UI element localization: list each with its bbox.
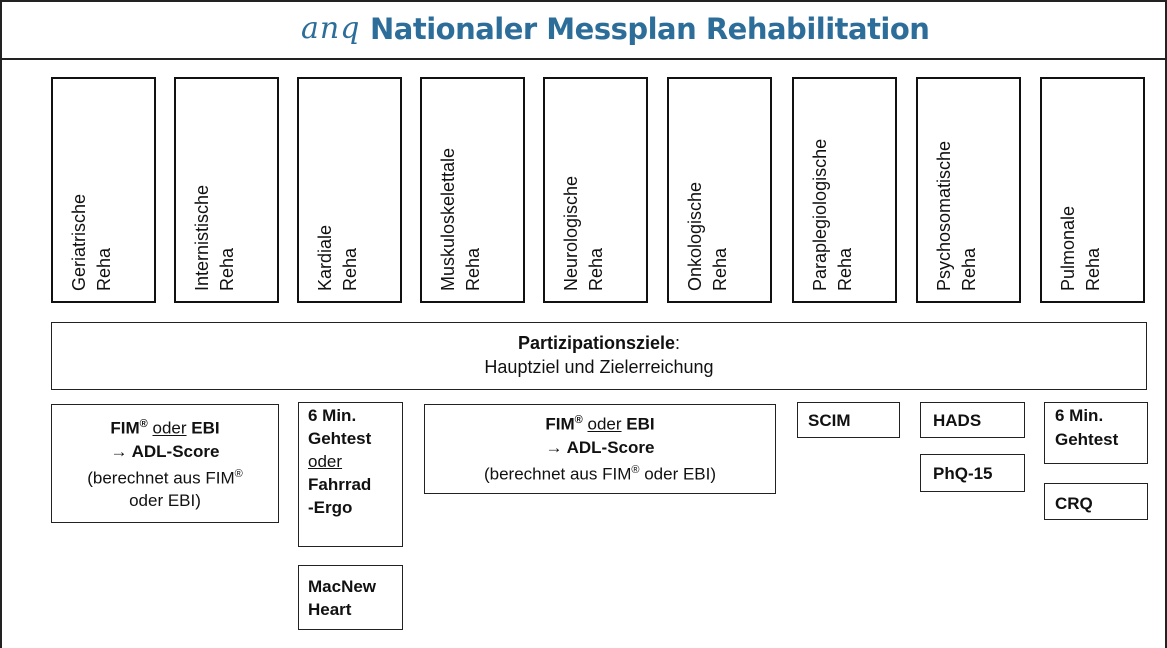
test-line: MacNew	[308, 577, 377, 596]
participation-subtitle: Hauptziel und Zielerreichung	[484, 357, 714, 377]
pulmonale-gehtest-box: 6 Min. Gehtest	[1044, 402, 1148, 464]
adl-score-label: → ADL-Score	[545, 437, 655, 457]
test-line: Gehtest	[308, 429, 372, 448]
registered-mark: ®	[574, 414, 583, 426]
phq15-box: PhQ-15	[920, 454, 1025, 492]
scim-box: SCIM	[797, 402, 900, 438]
participation-colon: :	[675, 333, 681, 353]
calc-note-end: oder EBI)	[644, 464, 717, 484]
test-line: Gehtest	[1055, 430, 1119, 449]
oder-label: oder	[587, 414, 622, 434]
hads-label: HADS	[933, 411, 982, 430]
page-title: Nationaler Messplan Rehabilitation	[370, 12, 930, 46]
test-line: 6 Min.	[308, 406, 357, 425]
fim-ebi-box-wide: FIM® oder EBI → ADL-Score (berechnet aus…	[424, 404, 776, 494]
crq-label: CRQ	[1055, 494, 1093, 513]
oder-label: oder	[152, 418, 187, 438]
test-line: Fahrrad	[308, 475, 372, 494]
kardial-test-box: 6 Min. Gehtest oder Fahrrad -Ergo	[298, 402, 403, 547]
calc-note-end: oder EBI)	[129, 491, 201, 511]
participation-title: Partizipationsziele	[517, 333, 676, 353]
calc-note: (berechnet aus FIM	[483, 464, 632, 484]
ebi-label: EBI	[626, 414, 655, 434]
fim-ebi-box-geriatric: FIM® oder EBI → ADL-Score (berechnet aus…	[51, 404, 279, 523]
test-line: -Ergo	[308, 498, 353, 517]
crq-box: CRQ	[1044, 483, 1148, 520]
ebi-label: EBI	[191, 418, 220, 438]
fim-label: FIM	[545, 414, 575, 434]
test-line: 6 Min.	[1055, 406, 1104, 425]
test-line: Heart	[308, 600, 352, 619]
macnew-heart-box: MacNew Heart	[298, 565, 403, 630]
fim-label: FIM	[110, 418, 140, 438]
registered-mark: ®	[631, 463, 640, 476]
calc-note: (berechnet aus FIM	[87, 468, 235, 488]
scim-label: SCIM	[808, 411, 851, 430]
anq-logo: anq	[301, 11, 361, 46]
hads-box: HADS	[920, 402, 1025, 438]
header: anq Nationaler Messplan Rehabilitation	[0, 0, 1167, 60]
registered-mark: ®	[139, 418, 148, 430]
adl-score-label: → ADL-Score	[110, 441, 220, 461]
registered-mark: ®	[234, 467, 243, 480]
phq15-label: PhQ-15	[933, 464, 993, 483]
oder-label: oder	[308, 452, 343, 471]
participation-box: Partizipationsziele: Hauptziel und Ziele…	[51, 322, 1147, 390]
